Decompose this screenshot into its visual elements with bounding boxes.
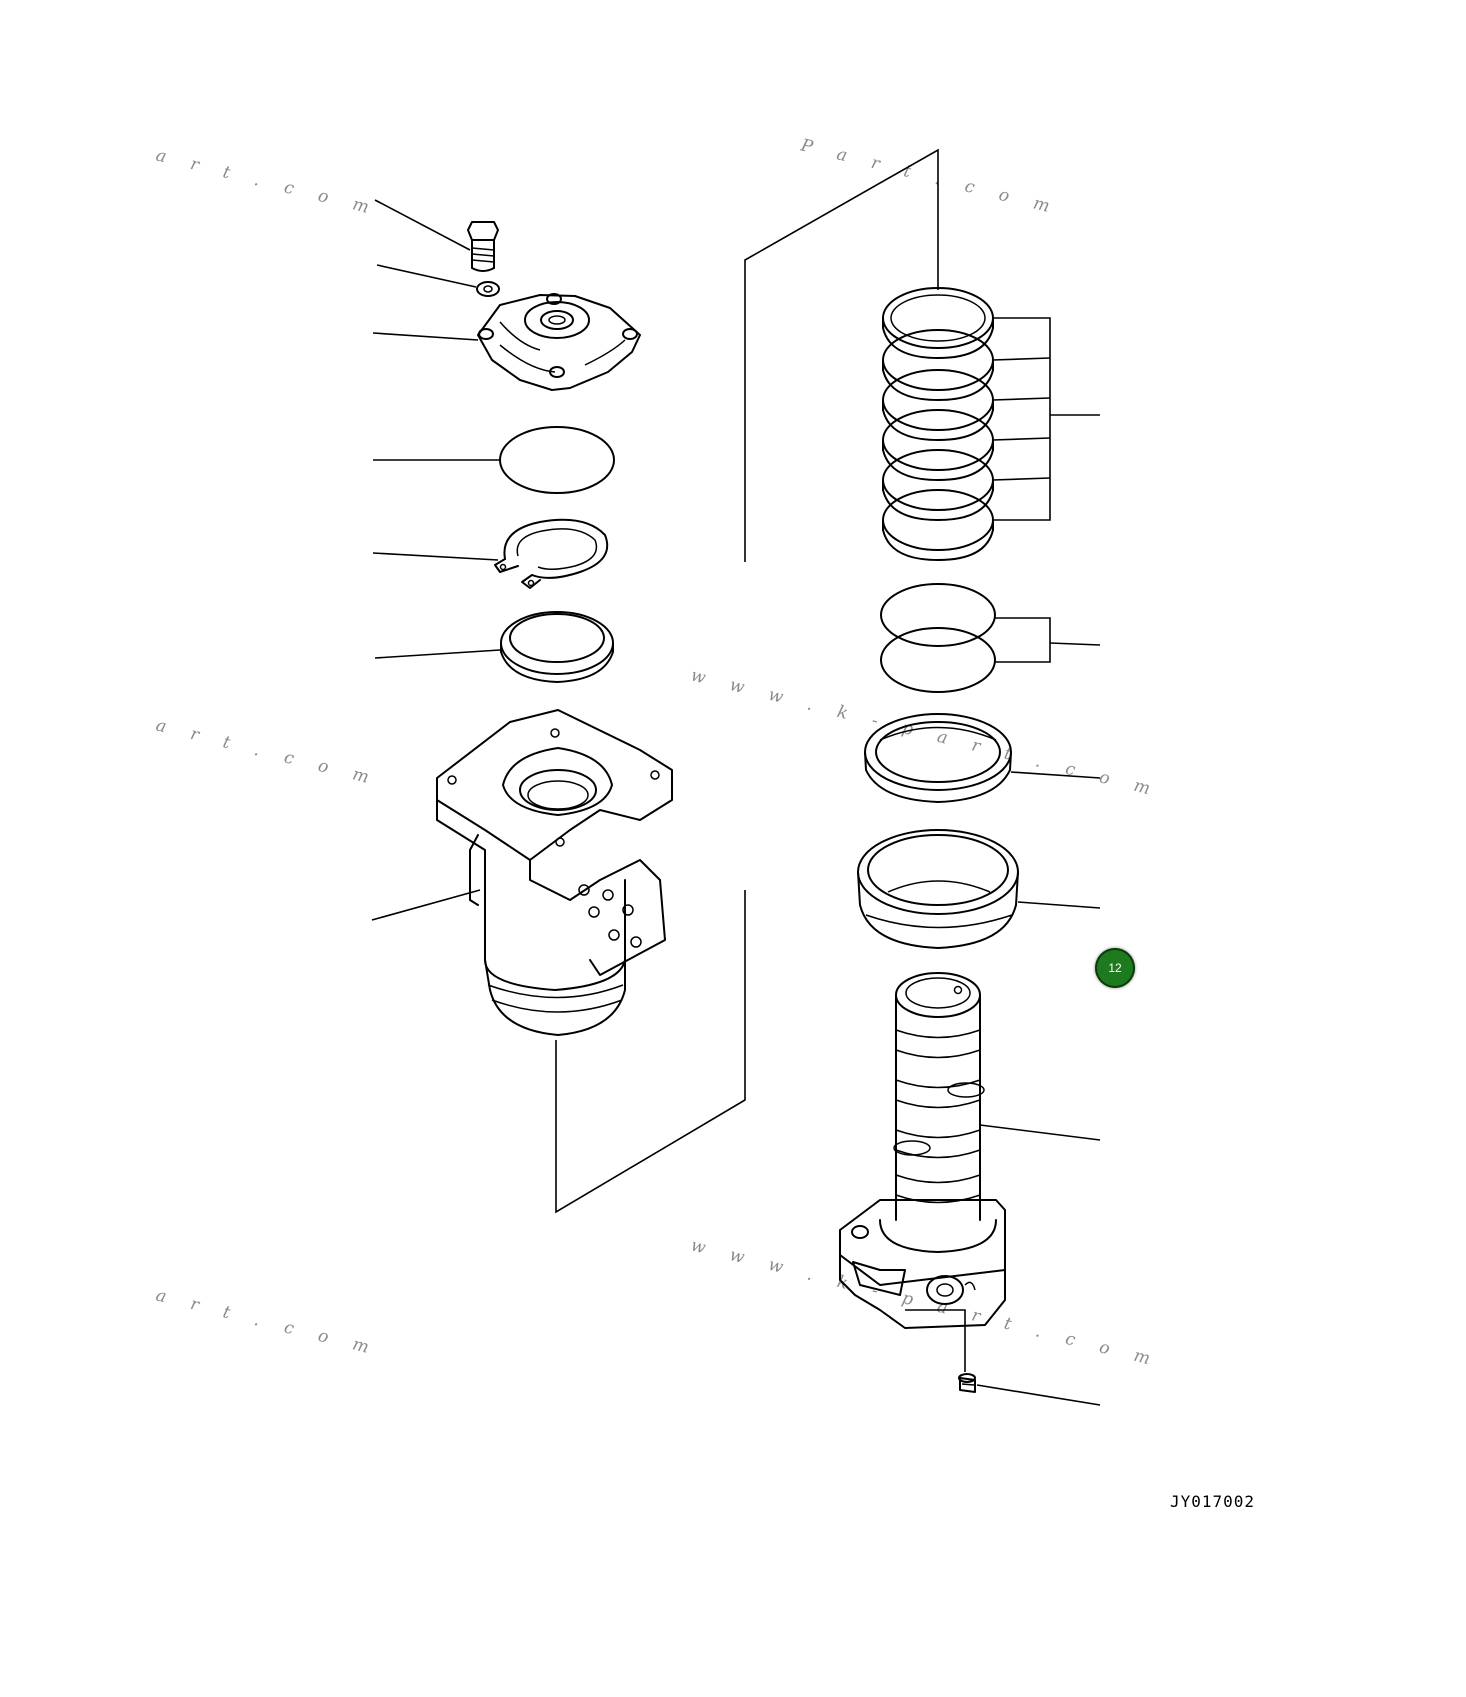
leader-line [372,552,499,561]
leader-line [905,1309,966,1372]
leader-line [976,1384,1101,1406]
leader-line [374,199,471,251]
callout-badge[interactable]: 12 [1095,948,1135,988]
leader-line [371,889,481,921]
dust-seal[interactable] [864,713,1012,803]
bushing[interactable] [857,829,1019,949]
watermark: a r t . c o m [154,1285,381,1360]
leader-bracket [992,317,1100,521]
assembly-bracket [555,148,939,1214]
leader-line [1017,901,1101,909]
rotor-shaft[interactable] [839,972,1006,1329]
leader-bracket [995,617,1101,663]
watermark: a r t . c o m [154,145,381,220]
drawing-code: JY017002 [1170,1492,1256,1511]
watermark: w w w . k - p a r t . c o m [689,1235,1162,1371]
leader-line [372,332,479,341]
cover-plate[interactable] [477,293,641,391]
plug[interactable] [958,1373,976,1393]
swivel-joint-body[interactable] [436,709,673,1036]
packing-rings[interactable] [882,287,994,561]
leader-line [1010,771,1101,779]
leader-line [376,264,477,288]
watermark: a r t . c o m [154,715,381,790]
o-ring-pair[interactable] [880,583,996,693]
snap-ring[interactable] [494,518,609,589]
seal-ring[interactable] [500,611,614,683]
leader-line [979,1124,1101,1141]
bolt[interactable] [467,221,499,272]
o-ring[interactable] [499,426,615,494]
leader-line [374,649,501,659]
washer[interactable] [476,281,500,297]
